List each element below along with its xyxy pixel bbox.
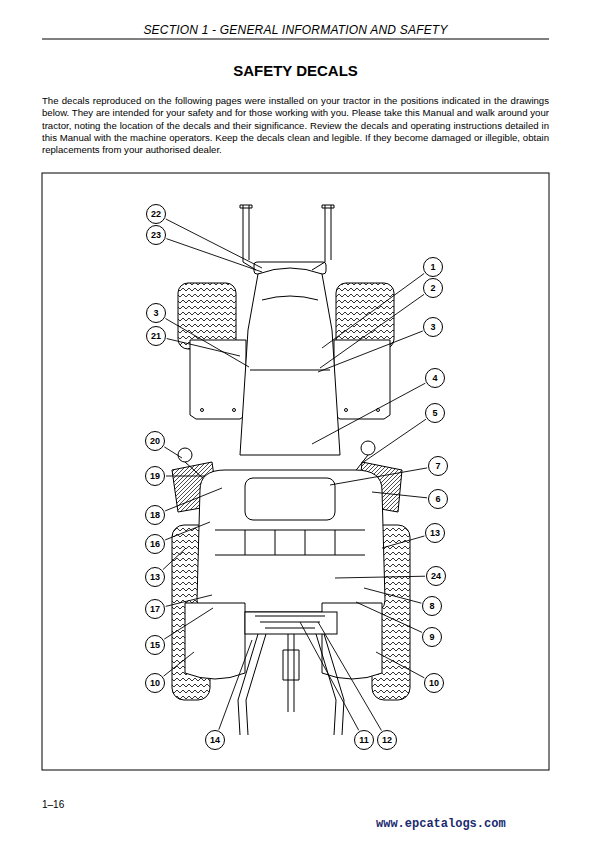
callout-number: 15 <box>150 641 160 650</box>
leader-line <box>376 652 424 678</box>
page-title: SAFETY DECALS <box>42 62 549 79</box>
callout-number: 22 <box>151 210 161 219</box>
leader-line <box>364 588 421 603</box>
leader-line <box>166 595 212 606</box>
leader-line <box>219 640 252 730</box>
leader-line <box>312 383 425 444</box>
leader-line <box>165 488 222 511</box>
leader-line <box>165 522 210 540</box>
callout-number: 1 <box>430 263 435 272</box>
callout-circle: 3 <box>146 303 166 323</box>
leader-line <box>320 294 424 368</box>
callout-number: 11 <box>359 736 369 745</box>
leader-line <box>166 476 205 477</box>
intro-paragraph: The decals reproduced on the following p… <box>42 95 549 156</box>
callout-number: 10 <box>150 679 160 688</box>
callout-circle: 23 <box>146 225 166 245</box>
leader-line <box>166 319 249 367</box>
leader-line <box>164 652 194 676</box>
callout-circle: 17 <box>145 599 165 619</box>
callout-circle: 5 <box>425 403 445 423</box>
callout-number: 17 <box>150 605 160 614</box>
leader-line <box>163 548 186 569</box>
callout-number: 13 <box>150 573 160 582</box>
callout-circle: 21 <box>146 326 166 346</box>
callout-circle: 11 <box>354 730 374 750</box>
callout-number: 10 <box>429 679 439 688</box>
callout-number: 3 <box>430 323 435 332</box>
callout-number: 2 <box>430 284 435 293</box>
leader-line <box>330 468 427 485</box>
callout-circle: 2 <box>423 278 443 298</box>
callout-number: 23 <box>151 231 161 240</box>
callout-circle: 7 <box>428 456 448 476</box>
callout-number: 5 <box>432 409 437 418</box>
callout-circle: 10 <box>145 673 165 693</box>
callout-circle: 22 <box>146 204 166 224</box>
callout-circle: 4 <box>425 368 445 388</box>
callout-circle: 24 <box>426 566 446 586</box>
leader-line <box>318 622 381 731</box>
leader-line <box>164 447 182 458</box>
callout-number: 12 <box>382 736 392 745</box>
callout-circle: 8 <box>422 596 442 616</box>
callout-number: 8 <box>429 602 434 611</box>
callout-number: 19 <box>150 472 160 481</box>
callout-circle: 20 <box>145 431 165 451</box>
callout-circle: 10 <box>424 673 444 693</box>
callout-circle: 9 <box>422 627 442 647</box>
callout-circle: 6 <box>428 489 448 509</box>
callout-circle: 1 <box>423 257 443 277</box>
leader-line <box>164 608 213 639</box>
callout-number: 3 <box>153 309 158 318</box>
callout-number: 18 <box>150 511 160 520</box>
callout-number: 6 <box>435 495 440 504</box>
callout-circle: 13 <box>145 567 165 587</box>
leader-line <box>356 602 422 632</box>
callout-number: 14 <box>210 736 220 745</box>
page-number: 1–16 <box>42 799 64 810</box>
callout-number: 7 <box>435 462 440 471</box>
callout-circle: 16 <box>145 534 165 554</box>
callout-circle: 14 <box>205 730 225 750</box>
callout-circle: 15 <box>145 635 165 655</box>
leader-line <box>166 239 262 272</box>
callout-circle: 19 <box>145 466 165 486</box>
leader-line <box>335 576 425 578</box>
leader-line <box>318 331 423 372</box>
leader-line <box>362 419 426 463</box>
watermark: www.epcatalogs.com <box>376 817 506 831</box>
callout-number: 24 <box>431 572 441 581</box>
leader-line <box>382 536 424 548</box>
callout-circle: 12 <box>377 730 397 750</box>
callout-circle: 13 <box>425 523 445 543</box>
callout-circle: 3 <box>423 317 443 337</box>
callout-number: 16 <box>150 540 160 549</box>
callout-number: 4 <box>432 374 437 383</box>
callout-number: 9 <box>429 633 434 642</box>
callout-number: 21 <box>151 332 161 341</box>
callout-circle: 18 <box>145 505 165 525</box>
callout-number: 13 <box>430 529 440 538</box>
leader-line <box>372 492 427 498</box>
callout-number: 20 <box>150 437 160 446</box>
section-header: SECTION 1 - GENERAL INFORMATION AND SAFE… <box>42 23 549 37</box>
leader-line <box>167 339 240 356</box>
